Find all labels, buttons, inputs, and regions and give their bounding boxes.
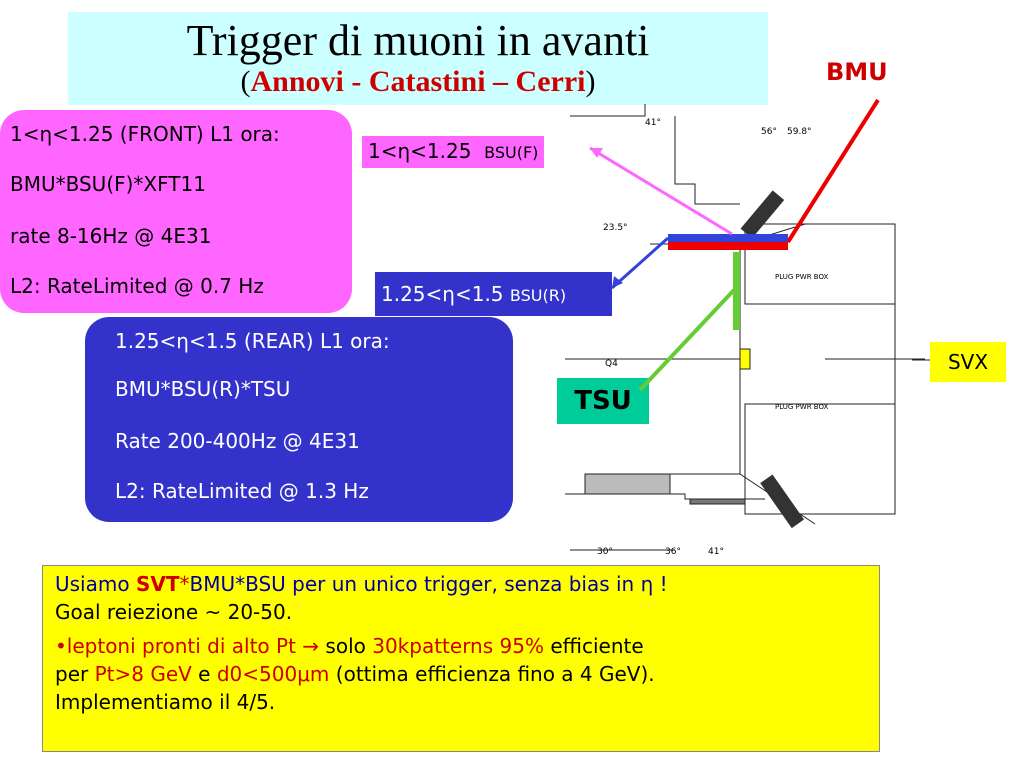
bsu-front-arrowhead — [590, 148, 603, 158]
page-title: Trigger di muoni in avanti — [186, 16, 650, 65]
note-p1-a: Usiamo — [55, 572, 136, 596]
note-p2-g: e — [191, 662, 217, 686]
plug-box-label-1: PLUG PWR BOX — [775, 273, 829, 281]
front-info-box: 1<η<1.25 (FRONT) L1 ora: BMU*BSU(F)*XFT1… — [0, 110, 352, 313]
angle-41-bottom-label: 41° — [708, 547, 724, 557]
front-line-4: L2: RateLimited @ 0.7 Hz — [10, 274, 264, 298]
angle-598-label: 59.8° — [787, 127, 812, 137]
tsu-label: TSU — [557, 378, 649, 424]
q4-label: Q4 — [605, 359, 618, 369]
paren-open: ( — [240, 65, 251, 98]
tsu-arrow — [638, 288, 736, 392]
bmu-chamber — [740, 190, 785, 239]
dim-235-label: 23.5° — [603, 223, 628, 233]
bsu-front-bar — [668, 234, 788, 242]
rear-line-1: 1.25<η<1.5 (REAR) L1 ora: — [115, 329, 390, 353]
bsu-front-arrow — [589, 146, 733, 236]
bmu-label: BMU — [826, 58, 888, 86]
note-p2-f: Pt>8 GeV — [94, 662, 192, 686]
rear-line-4: L2: RateLimited @ 1.3 Hz — [115, 479, 369, 503]
note-p1-b: BMU*BSU per un unico trigger, senza bias… — [189, 572, 668, 596]
page-subtitle: (Annovi - Catastini – Cerri) — [68, 66, 768, 98]
note-p2-e: per — [55, 662, 95, 686]
svx-marker — [739, 348, 751, 370]
note-p2-i: (ottima efficienza fino a 4 GeV). — [329, 662, 655, 686]
hatch-region — [584, 473, 671, 495]
bsu-rear-tag: 1.25<η<1.5 BSU(R) — [375, 272, 612, 316]
front-line-3: rate 8-16Hz @ 4E31 — [10, 224, 212, 248]
angle-56-label: 56° — [761, 127, 777, 137]
angle-41-top-label: 41° — [645, 118, 661, 128]
rear-line-2: BMU*BSU(R)*TSU — [115, 377, 291, 401]
note-p2-j: Implementiamo il 4/5. — [55, 690, 276, 714]
angle-30-label: 30° — [597, 547, 613, 557]
note-p2-a: •leptoni pronti di alto Pt → — [55, 634, 326, 658]
plug-box-label-2: PLUG PWR BOX — [775, 403, 829, 411]
note-p2-h: d0<500μm — [216, 662, 330, 686]
bsu-front-tag: 1<η<1.25 BSU(F) — [362, 136, 545, 168]
bsuf-range: 1<η<1.25 — [368, 139, 472, 163]
hatch-bar-1 — [689, 498, 746, 505]
rear-line-3: Rate 200-400Hz @ 4E31 — [115, 429, 360, 453]
bmu-arrow — [786, 98, 880, 244]
note-p1-c: Goal reiezione ~ 20-50. — [55, 600, 293, 624]
note-para-2: •leptoni pronti di alto Pt → solo 30kpat… — [55, 632, 867, 660]
note-p2-c: 30kpatterns 95% — [372, 634, 544, 658]
front-line-2: BMU*BSU(F)*XFT11 — [10, 172, 206, 196]
detector-schematic: 41° 56° 59.8° 23.5° Q4 30° 36° 41° PLUG … — [565, 104, 925, 557]
tsu-bar — [733, 252, 740, 330]
lower-chamber — [760, 474, 805, 529]
note-p2-d: efficiente — [543, 634, 644, 658]
note-box: Usiamo SVT*BMU*BSU per un unico trigger,… — [42, 565, 880, 752]
note-p2-b: solo — [325, 634, 373, 658]
outline-top — [570, 104, 646, 117]
bsu-rear-arrow — [611, 236, 669, 290]
note-p1-svt: SVT — [135, 572, 180, 596]
paren-close: ) — [585, 65, 596, 98]
outline-upper-step — [674, 116, 740, 205]
svx-label: SVX — [930, 342, 1006, 382]
rear-info-box: 1.25<η<1.5 (REAR) L1 ora: BMU*BSU(R)*TSU… — [85, 317, 513, 522]
angle-36-label: 36° — [665, 547, 681, 557]
note-para-2b: per Pt>8 GeV e d0<500μm (ottima efficien… — [55, 660, 867, 688]
title-box: Trigger di muoni in avanti (Annovi - Cat… — [68, 12, 768, 105]
bsur-name: BSU(R) — [509, 286, 567, 305]
bmu-bar — [668, 242, 788, 250]
front-line-1: 1<η<1.25 (FRONT) L1 ora: — [10, 122, 280, 146]
authors: Annovi - Catastini – Cerri — [250, 65, 586, 98]
bsu-rear-arrowhead — [612, 276, 623, 288]
note-para-1: Usiamo SVT*BMU*BSU per un unico trigger,… — [55, 570, 867, 598]
bsur-range: 1.25<η<1.5 — [381, 282, 504, 306]
inner-region — [745, 303, 896, 405]
bsuf-name: BSU(F) — [484, 143, 539, 162]
note-p1-star: * — [179, 572, 190, 596]
